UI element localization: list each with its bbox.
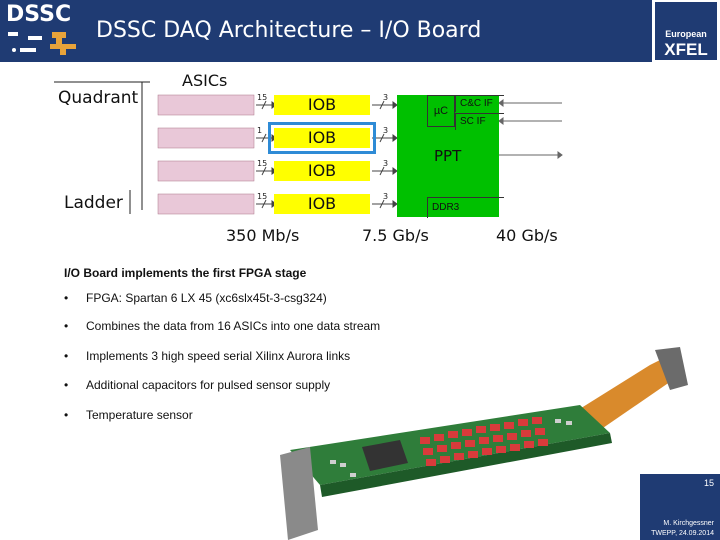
ddr3-block: DDR3: [427, 197, 504, 218]
bullet-item: Additional capacitors for pulsed sensor …: [86, 378, 331, 392]
footer-author: M. Kirchgessner: [663, 520, 714, 527]
iob-block: IOB: [274, 95, 370, 115]
io-board-image: [280, 347, 688, 540]
bullet-icon: •: [64, 378, 69, 392]
xfel-logo-box: European XFEL: [655, 2, 717, 60]
rate-ppt: 40 Gb/s: [496, 226, 558, 245]
rate-iob: 7.5 Gb/s: [362, 226, 429, 245]
page-number: 15: [703, 478, 714, 488]
link-count-in: 1: [257, 126, 263, 135]
footer-strip: [640, 474, 720, 540]
link-count-in: 15: [257, 159, 268, 168]
link-count-out: 3: [383, 93, 389, 102]
bullet-icon: •: [64, 291, 69, 305]
link-count-out: 3: [383, 126, 389, 135]
dssc-logo: DSSC: [0, 0, 86, 62]
dssc-logo-graphic: [8, 32, 76, 55]
iob-block: IOB: [274, 161, 370, 181]
scif-block: SC IF: [455, 113, 504, 130]
diagram-lines: [54, 81, 563, 215]
asic-strips: [157, 94, 255, 215]
link-count-in: 15: [257, 192, 268, 201]
european-xfel-logo: European XFEL: [652, 0, 720, 62]
slide-header: DSSC DSSC DAQ Architecture – I/O Board E…: [0, 0, 720, 62]
iob-block: IOB: [274, 194, 370, 214]
label-ladder: Ladder: [64, 193, 123, 213]
label-asics: ASICs: [182, 71, 228, 90]
footer-date: TWEPP, 24.09.2014: [651, 530, 714, 537]
bullet-icon: •: [64, 408, 69, 422]
header-band: [86, 0, 652, 62]
ccif-block: C&C IF: [455, 95, 504, 112]
section-heading: I/O Board implements the first FPGA stag…: [64, 266, 307, 280]
label-quadrant: Quadrant: [58, 88, 139, 108]
ppt-label: PPT: [434, 147, 462, 165]
bullet-icon: •: [64, 349, 69, 363]
xfel-logo-word: XFEL: [664, 40, 708, 59]
xfel-logo-european: European: [665, 29, 707, 39]
slide-title: DSSC DAQ Architecture – I/O Board: [96, 18, 482, 43]
dssc-logo-text: DSSC: [6, 2, 72, 27]
iob-block-selected: IOB: [268, 122, 376, 154]
link-count-out: 3: [383, 192, 389, 201]
microcontroller-block: µC: [427, 95, 455, 127]
bullet-item: Combines the data from 16 ASICs into one…: [86, 319, 381, 333]
bullet-item: FPGA: Spartan 6 LX 45 (xc6slx45t-3-csg32…: [86, 291, 327, 305]
bullet-item: Implements 3 high speed serial Xilinx Au…: [86, 349, 351, 363]
bullet-icon: •: [64, 319, 69, 333]
rate-asic: 350 Mb/s: [226, 226, 300, 245]
link-count-out: 3: [383, 159, 389, 168]
link-count-in: 15: [257, 93, 268, 102]
bullet-item: Temperature sensor: [86, 408, 193, 422]
architecture-diagram: Quadrant ASICs Ladder IOB IOB IOB IOB 15…: [0, 62, 720, 262]
